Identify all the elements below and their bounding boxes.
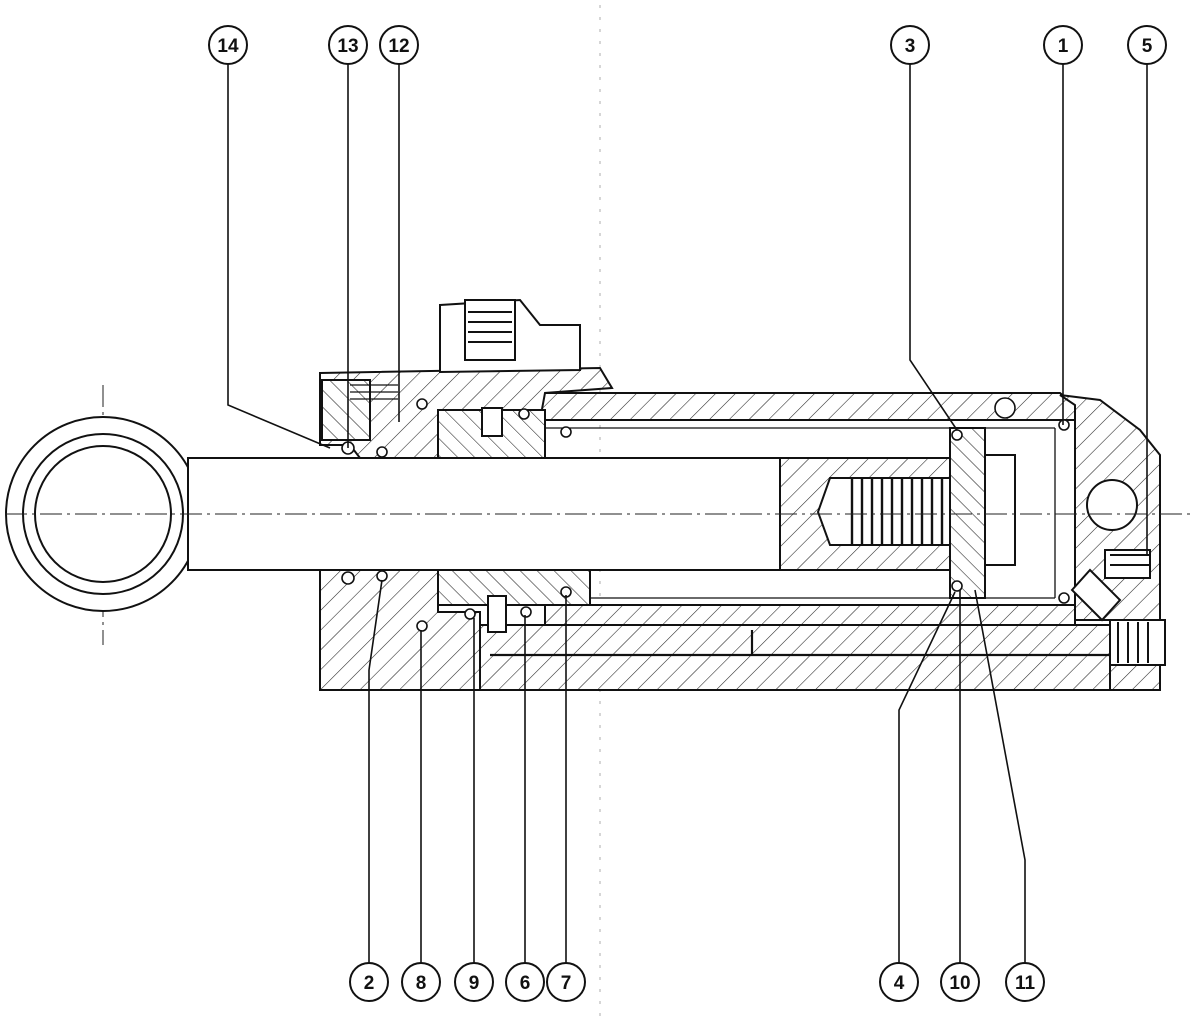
cross-bore [481,407,503,437]
end-cap [1059,394,1161,691]
check-valve [1070,568,1122,622]
callout-label: 4 [894,973,905,994]
callout-circle [379,25,419,65]
cylinder-tube-lower [544,604,1076,626]
callout-circle [208,25,248,65]
threaded-port [321,379,371,441]
callout-label: 14 [217,36,239,57]
callout-label: 2 [364,973,375,994]
valve-block [439,298,581,374]
callout-circle [940,962,980,1002]
callout-label: 6 [520,973,531,994]
callout-7: 7 [546,962,586,1002]
callout-label: 5 [1142,36,1153,57]
guide-bush-lower [437,569,591,606]
end-cap-pin-bore [1086,479,1138,531]
callout-4: 4 [879,962,919,1002]
callout-circle [349,962,389,1002]
callout-12: 12 [379,25,419,65]
callout-circle [890,25,930,65]
callout-11: 11 [1005,962,1045,1002]
callout-label: 12 [388,36,409,57]
callout-label: 11 [1015,973,1036,994]
callout-circle [454,962,494,1002]
callout-10: 10 [940,962,980,1002]
lower-plug [487,595,507,633]
callout-9: 9 [454,962,494,1002]
thread-marks [350,384,398,400]
callout-8: 8 [401,962,441,1002]
callout-label: 13 [337,36,358,57]
callout-circle [505,962,545,1002]
callout-14: 14 [208,25,248,65]
callout-circle [879,962,919,1002]
callout-circle [1127,25,1167,65]
piston-end-cap [984,454,1016,566]
callout-label: 10 [949,973,970,994]
callout-2: 2 [349,962,389,1002]
callout-5: 5 [1127,25,1167,65]
callout-balloons: 14 13 12 3 1 5 2 8 9 6 7 4 10 11 [208,25,1167,1002]
seal-rings [341,397,1070,632]
callout-circle [546,962,586,1002]
callout-circle [328,25,368,65]
outer-housing-lower [479,624,1161,691]
callout-label: 1 [1058,36,1069,57]
piston-nut [816,477,976,546]
callout-label: 3 [905,36,916,57]
callout-6: 6 [505,962,545,1002]
callout-circle [401,962,441,1002]
piston-head [949,427,986,599]
callout-label: 9 [469,973,480,994]
callout-3: 3 [890,25,930,65]
callout-13: 13 [328,25,368,65]
callout-circle [1005,962,1045,1002]
callout-1: 1 [1043,25,1083,65]
callout-label: 7 [561,973,572,994]
leader-lines [227,64,1148,963]
callout-circle [1043,25,1083,65]
callout-label: 8 [416,973,427,994]
